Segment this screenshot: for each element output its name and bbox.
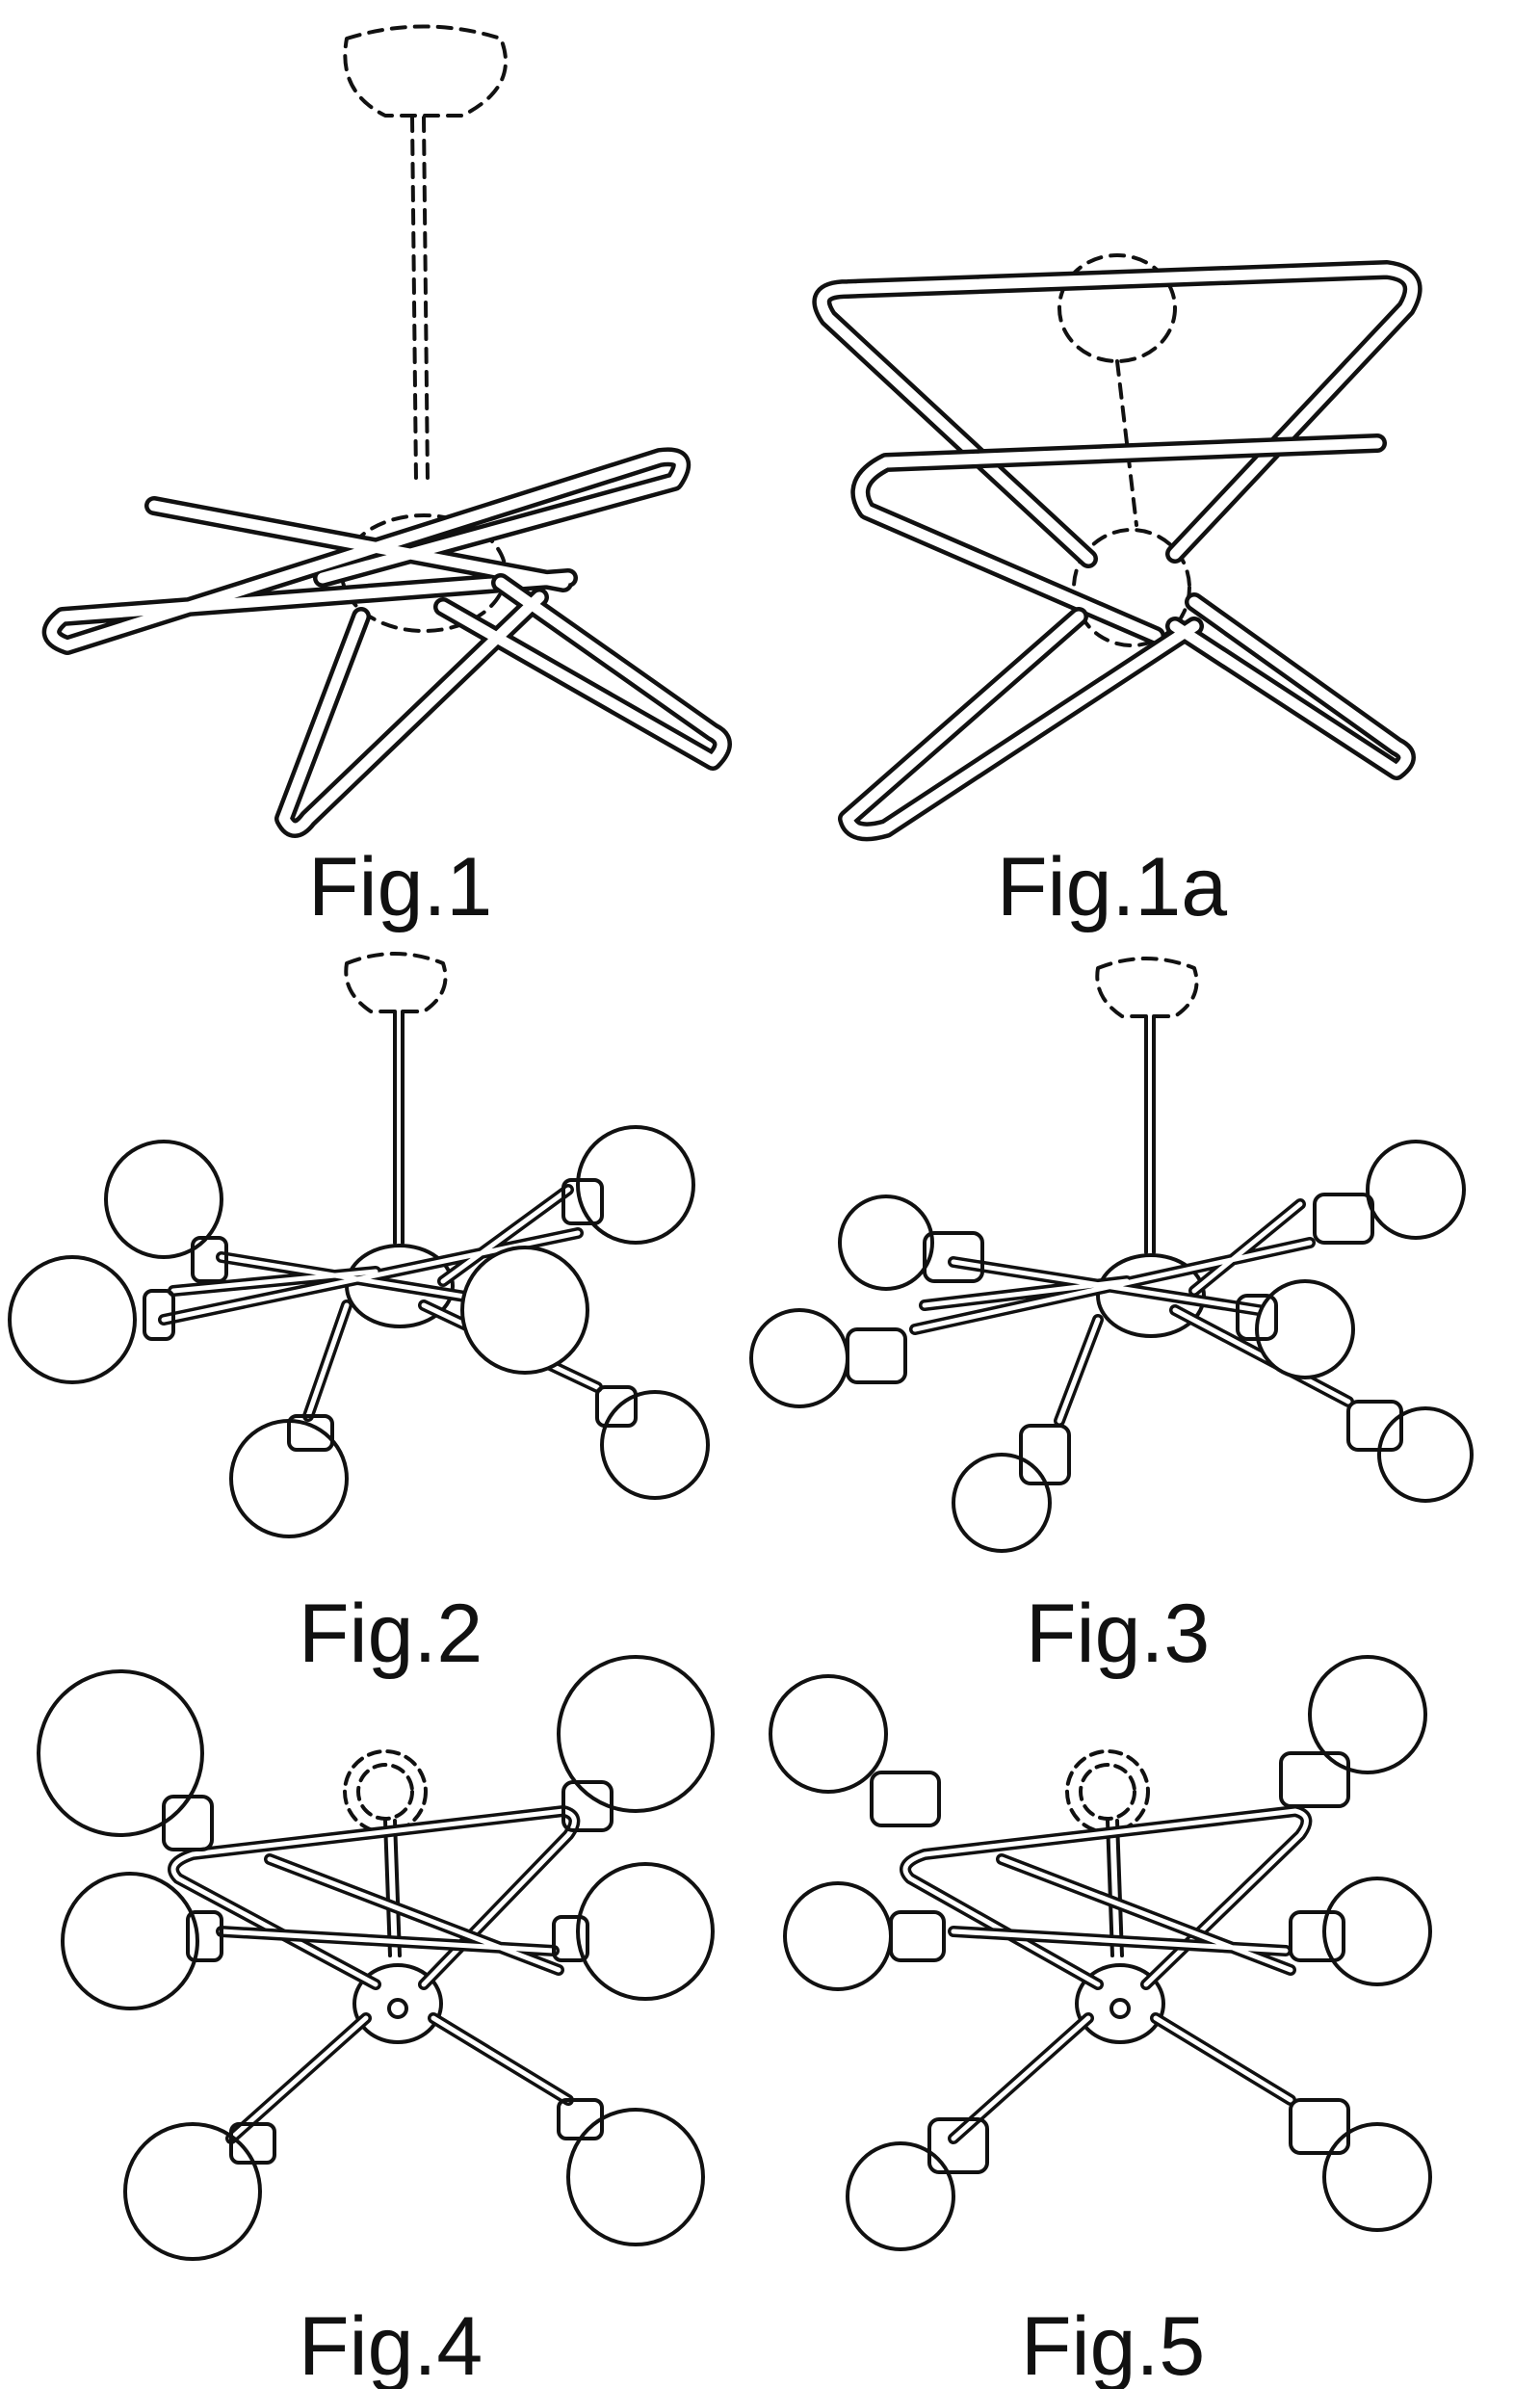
fig5-label: Fig.5 xyxy=(1021,2300,1205,2389)
fig2-bulb-6 xyxy=(602,1392,708,1498)
fig5-bulb-3 xyxy=(785,1883,891,1989)
fig1a-label: Fig.1a xyxy=(997,841,1227,933)
fig4-bulbs xyxy=(39,1657,713,2259)
fig1-drawing xyxy=(52,27,722,829)
fig4-bulb-1 xyxy=(39,1671,202,1835)
fig5-bulb-1 xyxy=(770,1676,886,1792)
fig1-canopy xyxy=(345,27,506,117)
fig3-bulb-5 xyxy=(953,1455,1050,1551)
fig5-canopy-inner xyxy=(1081,1765,1135,1819)
fig5-bulb-6 xyxy=(1324,2124,1430,2230)
fig3-bulb-2 xyxy=(751,1310,848,1406)
fig3-bulb-1 xyxy=(840,1196,932,1289)
fig2-drawing xyxy=(10,954,708,1536)
fig2-bulbs xyxy=(10,1127,708,1536)
fig3-drawing xyxy=(751,958,1472,1551)
fig3-canopy xyxy=(1097,958,1196,1016)
fig3-label: Fig.3 xyxy=(1026,1588,1210,1680)
fig2-canopy xyxy=(346,954,445,1011)
fig1-label: Fig.1 xyxy=(308,841,492,933)
fig5-bulb-4 xyxy=(1324,1878,1430,1984)
fig4-drawing xyxy=(39,1657,713,2259)
fig2-bulb-4 xyxy=(462,1247,587,1373)
fig4-bulb-4 xyxy=(578,1864,713,1999)
fig2-bulb-2 xyxy=(10,1257,135,1382)
fig5-bulb-5 xyxy=(848,2143,953,2249)
fig5-drawing xyxy=(770,1657,1430,2249)
fig2-bulb-3 xyxy=(578,1127,693,1243)
fig4-bulb-6 xyxy=(568,2110,703,2245)
fig1a-drawing xyxy=(822,255,1412,831)
fig1-rod-right xyxy=(424,118,428,482)
fig4-label: Fig.4 xyxy=(299,2300,483,2389)
fig3-bulb-6 xyxy=(1379,1408,1472,1501)
fig4-bulb-5 xyxy=(125,2124,260,2259)
fig3-bulbs xyxy=(751,1142,1472,1551)
fig1-rod-left xyxy=(412,118,416,482)
fig5-bulbs xyxy=(770,1657,1430,2249)
fig2-label: Fig.2 xyxy=(299,1588,483,1680)
fig5-frame xyxy=(905,1811,1306,2139)
fig4-canopy-inner xyxy=(358,1765,412,1819)
fig1a-frame xyxy=(822,270,1412,831)
fig4-frame xyxy=(173,1811,574,2139)
fig3-bulb-3 xyxy=(1368,1142,1464,1238)
fig4-bulb-3 xyxy=(63,1874,197,2008)
fig4-bulb-2 xyxy=(559,1657,713,1811)
fig1-frame xyxy=(52,457,722,828)
